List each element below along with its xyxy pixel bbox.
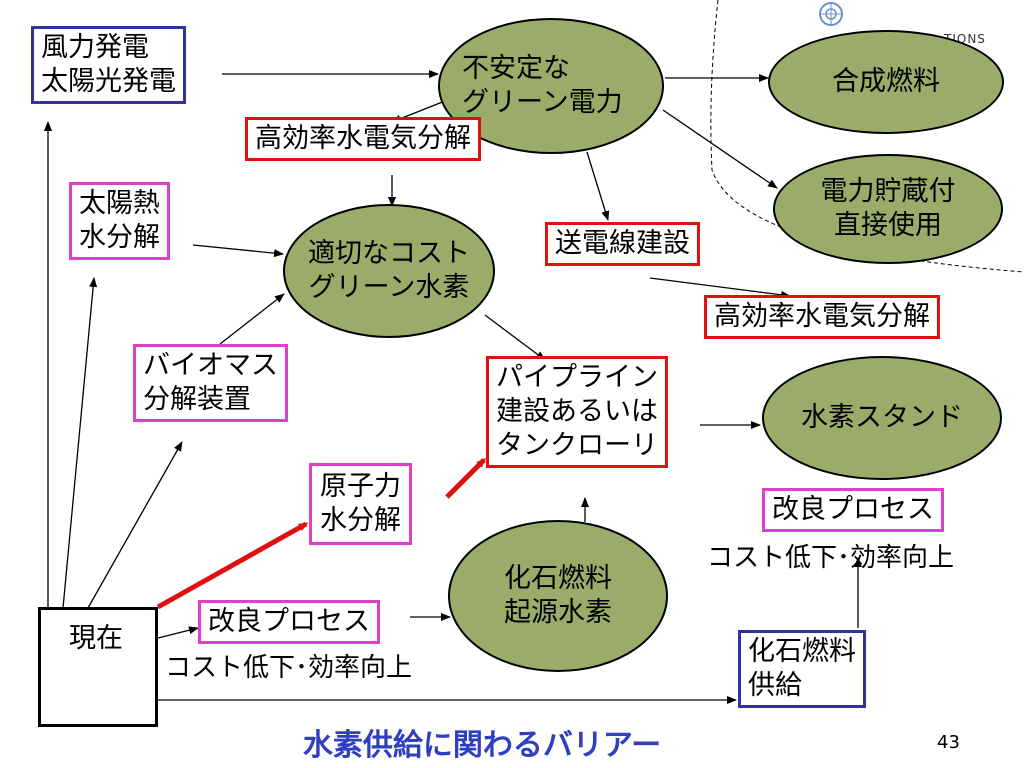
node-line: 送電線建設: [555, 228, 690, 259]
node-line: 化石燃料: [504, 563, 612, 594]
page-number: 43: [937, 732, 960, 753]
node-line: 現在: [69, 623, 123, 654]
arrow-solar-to-green: [192, 244, 284, 258]
node-current: 現在: [38, 607, 158, 727]
arrow-green-to-pipeline: [484, 314, 546, 361]
node-line: 高効率水電気分解: [714, 301, 930, 332]
node-line: 太陽熱: [79, 188, 160, 219]
note-right: コスト低下･効率向上: [707, 543, 955, 573]
arrow-current-to-nuclear: [156, 521, 309, 610]
node-line: 水分解: [320, 505, 401, 536]
node-line: 起源水素: [504, 597, 612, 628]
node-hydrogen-station: 水素スタンド: [762, 356, 1002, 480]
node-line: 水分解: [79, 222, 160, 253]
arrow-nuclear-to-pipeline: [445, 457, 487, 499]
node-improved-process-right: 改良プロセス: [762, 488, 944, 532]
arrow-transmission-to-electrolysis2: [649, 277, 791, 299]
node-line: 直接使用: [834, 210, 942, 241]
node-line: 水素スタンド: [801, 402, 963, 433]
arrow-unstable-to-transmission: [586, 151, 610, 221]
node-line: 不安定な: [462, 53, 570, 84]
node-line: 建設あるいは: [496, 396, 658, 427]
node-line: グリーン電力: [462, 87, 623, 118]
node-line: 風力発電: [41, 32, 149, 63]
arrow-current-to-solar: [62, 277, 98, 609]
node-wind-solar: 風力発電 太陽光発電: [31, 26, 186, 104]
node-electrolysis-2: 高効率水電気分解: [704, 295, 940, 339]
un-logo-icon: [819, 2, 843, 26]
node-fossil-hydrogen: 化石燃料 起源水素: [448, 520, 668, 672]
node-line: 改良プロセス: [772, 494, 934, 525]
node-line: パイプライン: [496, 362, 658, 393]
arrow-unstable-to-storage: [662, 109, 778, 189]
node-line: 合成燃料: [832, 66, 940, 97]
node-line: タンクローリ: [496, 430, 658, 461]
node-line: バイオマス: [143, 350, 278, 381]
node-improved-process-left: 改良プロセス: [198, 600, 380, 644]
slide-title: 水素供給に関わるバリアー: [302, 728, 662, 763]
node-line: 適切なコスト: [308, 238, 470, 269]
node-nuclear: 原子力 水分解: [309, 463, 412, 545]
node-transmission: 送電線建設: [545, 222, 700, 266]
node-green-hydrogen: 適切なコスト グリーン水素: [283, 204, 495, 338]
note-left: コスト低下･効率向上: [165, 653, 413, 683]
node-line: グリーン水素: [308, 272, 470, 303]
node-biomass: バイオマス 分解装置: [133, 344, 288, 422]
node-solar-thermal: 太陽熱 水分解: [69, 182, 170, 260]
node-pipeline: パイプライン 建設あるいは タンクローリ: [486, 356, 668, 468]
node-fossil-supply: 化石燃料 供給: [738, 630, 866, 708]
node-line: 改良プロセス: [208, 606, 370, 637]
node-line: 太陽光発電: [41, 66, 176, 97]
node-storage-direct: 電力貯蔵付 直接使用: [773, 154, 1003, 264]
node-line: 供給: [748, 670, 802, 701]
node-synthetic-fuel: 合成燃料: [768, 30, 1004, 134]
node-line: 分解装置: [143, 384, 251, 415]
node-line: 電力貯蔵付: [820, 176, 956, 207]
arrow-biomass-to-green: [219, 293, 285, 345]
node-line: 原子力: [320, 471, 401, 502]
node-line: 高効率水電気分解: [255, 123, 471, 154]
node-line: 化石燃料: [748, 636, 856, 667]
node-electrolysis-1: 高効率水電気分解: [245, 117, 481, 161]
arrow-current-to-process: [157, 626, 199, 639]
arrow-current-to-biomass: [87, 441, 183, 609]
